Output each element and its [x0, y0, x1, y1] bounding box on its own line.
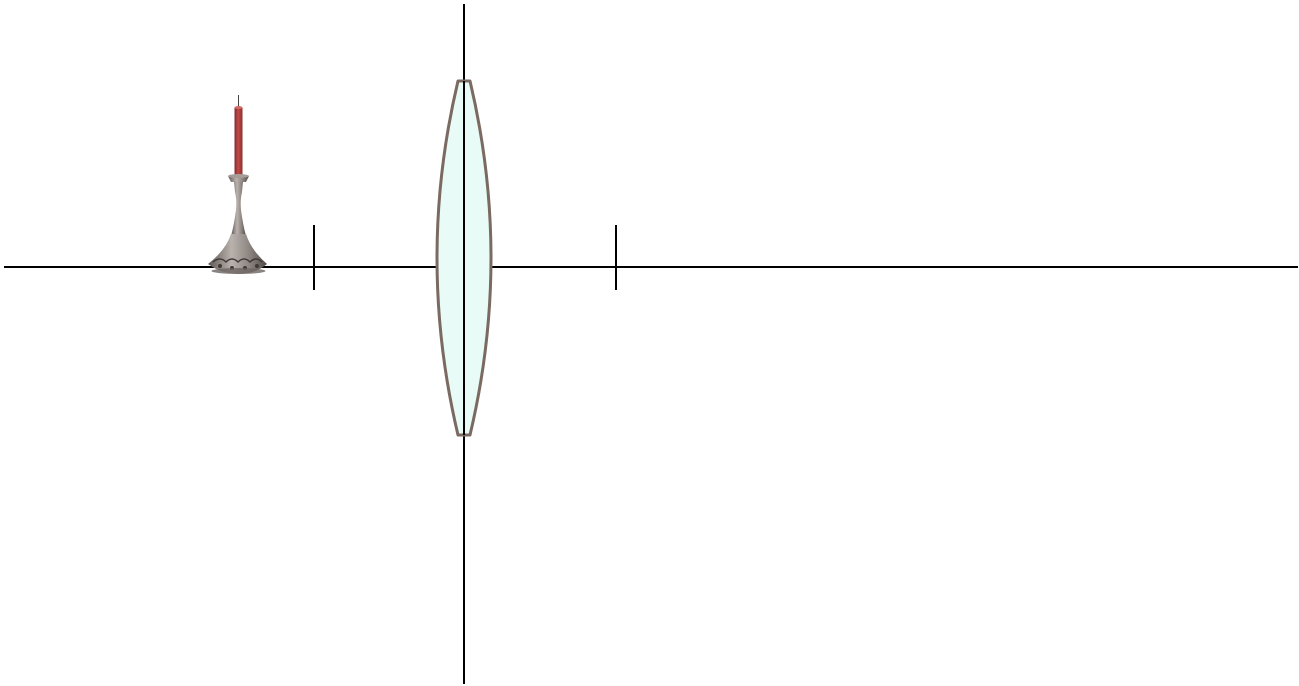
candle-icon[interactable]	[208, 95, 267, 274]
convex-lens[interactable]	[435, 79, 493, 437]
